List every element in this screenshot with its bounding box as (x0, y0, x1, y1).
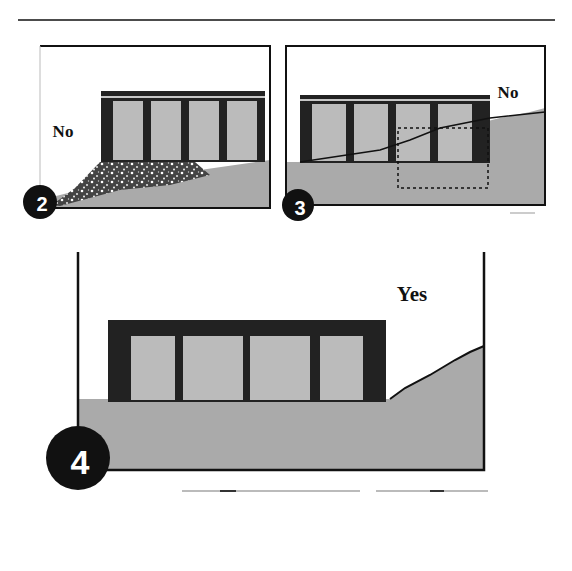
panel-3 (282, 46, 545, 221)
verdict-label: No (53, 123, 74, 140)
verdict-label: Yes (397, 284, 427, 305)
callout-number: 3 (294, 198, 305, 218)
callout-number: 2 (36, 194, 47, 214)
panel-4 (46, 252, 488, 491)
top-rule (18, 19, 555, 21)
panel-2 (23, 46, 270, 219)
verdict-label: No (498, 84, 519, 101)
callout-number: 4 (71, 445, 90, 479)
